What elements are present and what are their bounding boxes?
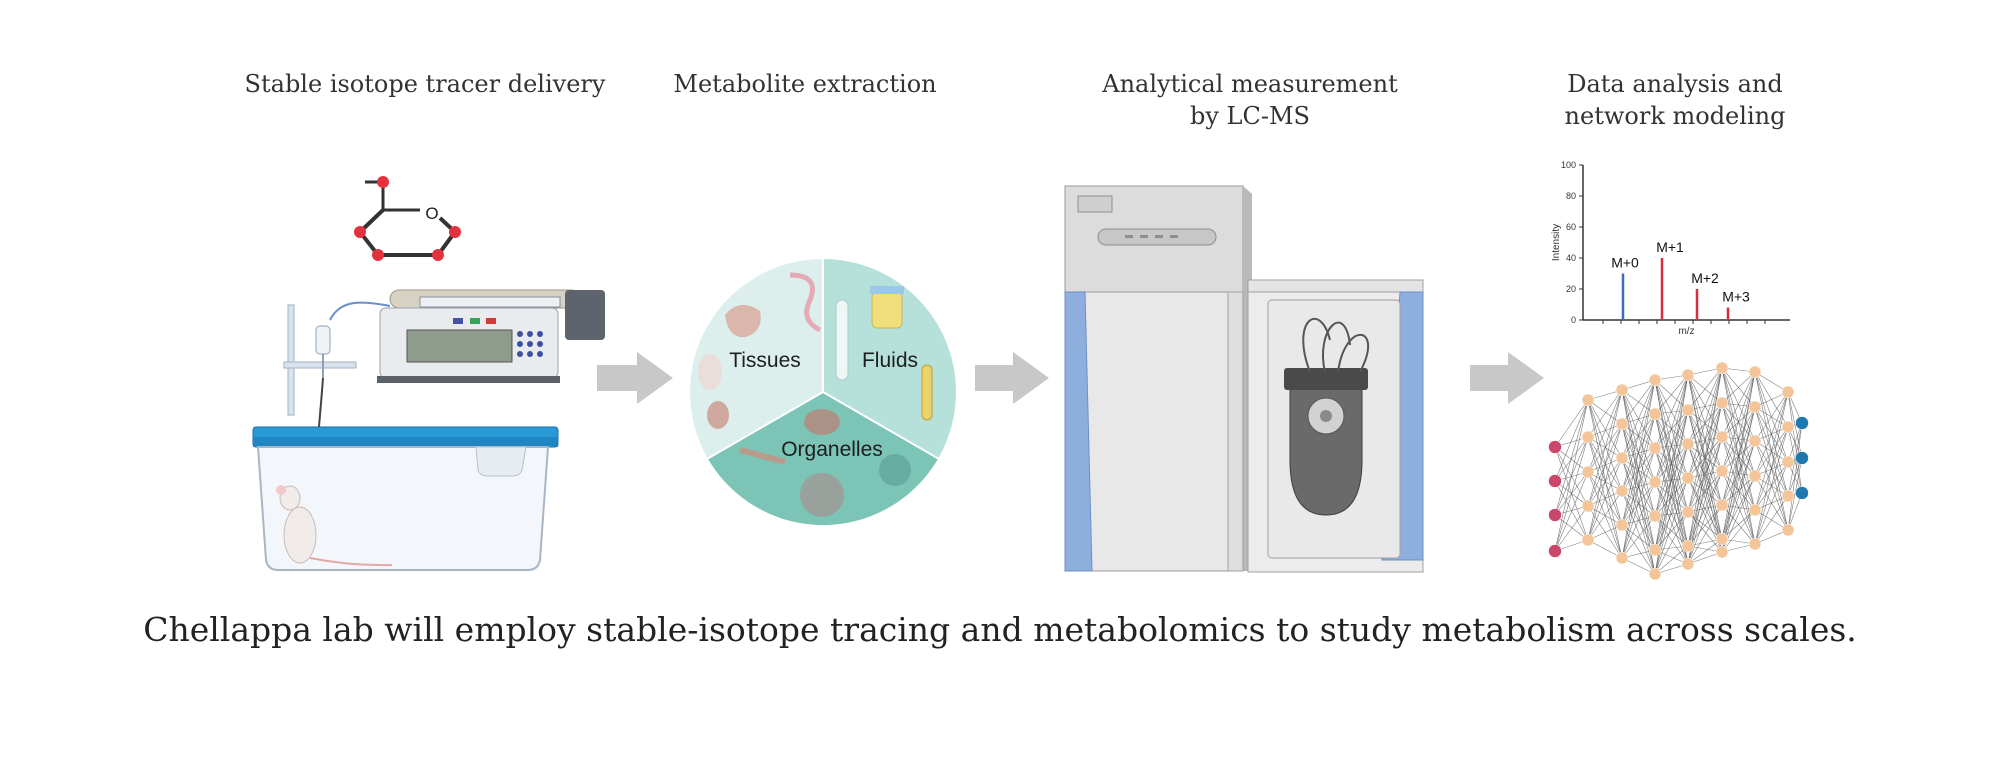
metabolic-network [1548, 361, 1809, 581]
bar-label: M+1 [1656, 239, 1684, 255]
network-node [1581, 533, 1595, 547]
network-node [1748, 365, 1762, 379]
network-node [1615, 383, 1629, 397]
network-node [1748, 434, 1762, 448]
network-node [1681, 437, 1695, 451]
glucose-molecule-icon: O [354, 176, 461, 261]
flow-arrow-2 [975, 352, 1049, 404]
network-node [1681, 403, 1695, 417]
pie-label-tissues: Tissues [729, 349, 801, 372]
ring-oxygen-label: O [425, 204, 438, 223]
lc-unit [1064, 185, 1252, 572]
network-node [1581, 465, 1595, 479]
bar-label: M+2 [1691, 270, 1719, 286]
network-node [1548, 508, 1562, 522]
flow-arrow-1 [597, 352, 673, 404]
network-node [1781, 420, 1795, 434]
stage-title-lcms: Analytical measurement by LC-MS [1070, 68, 1430, 132]
network-node [1681, 557, 1695, 571]
chart-xlabel: m/z [1678, 326, 1694, 337]
network-node [1795, 416, 1809, 430]
network-node [1648, 567, 1662, 581]
network-node [1681, 471, 1695, 485]
stage-title-network-modeling: Data analysis and network modeling [1540, 68, 1810, 132]
network-node [1681, 539, 1695, 553]
network-node [1715, 532, 1729, 546]
pie-label-organelles: Organelles [781, 438, 883, 461]
stage-title-network-line2: network modeling [1564, 102, 1786, 130]
stage-title-lcms-line2: by LC-MS [1190, 102, 1310, 130]
network-node [1548, 440, 1562, 454]
network-node [1615, 518, 1629, 532]
y-tick-label: 20 [1566, 284, 1576, 294]
network-node [1795, 451, 1809, 465]
network-node [1648, 509, 1662, 523]
network-node [1795, 486, 1809, 500]
network-node [1648, 543, 1662, 557]
network-node [1581, 393, 1595, 407]
network-node [1715, 545, 1729, 559]
syringe-pump-icon [329, 289, 605, 383]
bar-label: M+3 [1722, 289, 1750, 305]
figure-caption: Chellappa lab will employ stable-isotope… [143, 610, 1857, 649]
chart-ylabel: Intensity [1551, 224, 1562, 261]
network-node [1648, 407, 1662, 421]
network-node [1581, 430, 1595, 444]
network-node [1715, 430, 1729, 444]
network-node [1615, 417, 1629, 431]
stage-title-metabolite-extraction: Metabolite extraction [673, 70, 937, 98]
network-node [1748, 469, 1762, 483]
pie-label-fluids: Fluids [862, 349, 918, 372]
network-node [1715, 361, 1729, 375]
network-node [1648, 475, 1662, 489]
network-node [1748, 537, 1762, 551]
network-node [1781, 523, 1795, 537]
mouse-icon [276, 485, 393, 567]
y-tick-label: 0 [1571, 315, 1576, 325]
network-node [1715, 464, 1729, 478]
network-node [1581, 499, 1595, 513]
flow-arrow-3 [1470, 352, 1544, 404]
stage-title-network-line1: Data analysis and [1567, 70, 1783, 98]
y-tick-label: 80 [1566, 191, 1576, 201]
y-tick-label: 60 [1566, 222, 1576, 232]
network-node [1681, 368, 1695, 382]
network-node [1748, 503, 1762, 517]
network-node [1615, 551, 1629, 565]
bar-label: M+0 [1611, 255, 1639, 271]
network-node [1781, 385, 1795, 399]
network-node [1715, 396, 1729, 410]
network-node [1615, 484, 1629, 498]
network-node [1548, 474, 1562, 488]
network-node [1681, 505, 1695, 519]
network-node [1648, 373, 1662, 387]
swivel-tether-icon [283, 304, 357, 506]
mouse-cage-icon [252, 426, 559, 571]
network-node [1748, 400, 1762, 414]
network-node [1615, 451, 1629, 465]
y-tick-label: 100 [1561, 160, 1576, 170]
network-node [1648, 441, 1662, 455]
network-node [1715, 498, 1729, 512]
network-node [1781, 489, 1795, 503]
y-tick-label: 40 [1566, 253, 1576, 263]
stage-title-tracer-delivery: Stable isotope tracer delivery [244, 70, 606, 98]
ms-unit [1247, 279, 1424, 573]
lcms-instrument-icon [1064, 185, 1424, 573]
network-node [1781, 455, 1795, 469]
stage-title-lcms-line1: Analytical measurement [1102, 70, 1398, 98]
network-node [1548, 544, 1562, 558]
